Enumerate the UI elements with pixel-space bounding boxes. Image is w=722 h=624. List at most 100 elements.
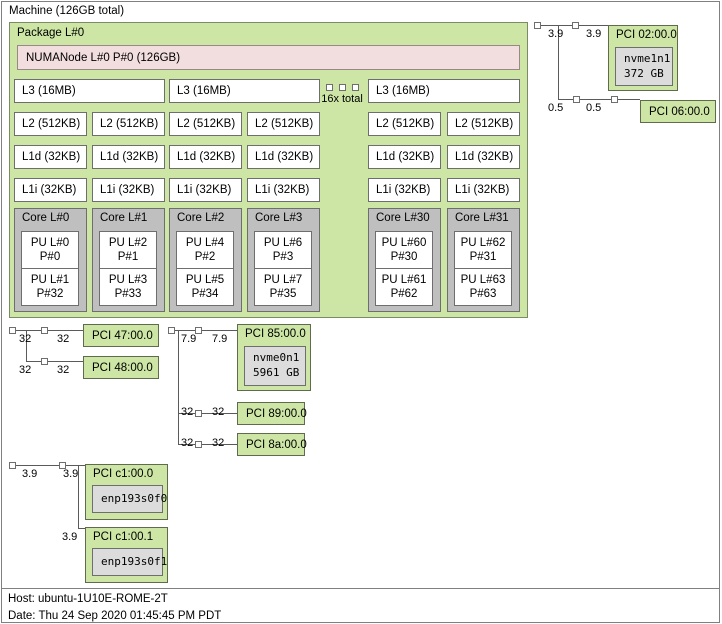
pci-link-port xyxy=(9,327,16,334)
pu-logical-label: PU L#7 xyxy=(264,273,302,287)
pci-link-bandwidth: 3.9 xyxy=(63,468,78,480)
cache-l3-2: L3 (16MB) xyxy=(368,79,520,103)
pci-link-segment xyxy=(48,330,83,331)
pci-device-box: PCI c1:00.1 enp193s0f1 xyxy=(85,527,168,583)
pci-link-port xyxy=(41,358,48,365)
osdev-box: nvme1n1 372 GB xyxy=(615,47,673,86)
pu-logical-label: PU L#4 xyxy=(186,236,224,250)
pci-link-segment xyxy=(175,330,196,331)
pci-link-port xyxy=(573,96,580,103)
pu-box: PU L#60 P#30 xyxy=(375,231,433,269)
ellipsis-marker: 16x total xyxy=(320,84,364,105)
pci-link-bandwidth: 32 xyxy=(57,364,69,376)
pu-physical-label: P#2 xyxy=(195,250,215,264)
cache-l1d-3: L1d (32KB) xyxy=(247,145,320,169)
pu-logical-label: PU L#3 xyxy=(109,273,147,287)
core-box: Core L#1 PU L#2 P#1 PU L#3 P#33 xyxy=(92,208,165,312)
pu-box: PU L#3 P#33 xyxy=(99,268,157,306)
pci-device-box: PCI 06:00.0 xyxy=(640,100,716,123)
pci-link-segment xyxy=(541,25,573,26)
pu-physical-label: P#34 xyxy=(192,287,219,301)
pci-device-label: PCI 02:00.0 xyxy=(616,29,677,41)
osdev-box: enp193s0f1 xyxy=(92,548,163,576)
pu-box: PU L#6 P#3 xyxy=(254,231,312,269)
pci-link-segment xyxy=(202,330,237,331)
osdev-size: 372 GB xyxy=(624,67,664,82)
pci-link-port xyxy=(611,96,618,103)
footer-date: Date: Thu 24 Sep 2020 01:45:45 PM PDT xyxy=(8,608,713,624)
pci-link-port xyxy=(41,327,48,334)
core-label: Core L#31 xyxy=(455,212,509,224)
pci-device-box: PCI 89:00.0 xyxy=(237,402,305,425)
pci-link-bandwidth: 32 xyxy=(212,406,224,418)
core-box: Core L#2 PU L#4 P#2 PU L#5 P#34 xyxy=(169,208,242,312)
pu-box: PU L#1 P#32 xyxy=(21,268,79,306)
core-box: Core L#31 PU L#62 P#31 PU L#63 P#63 xyxy=(447,208,520,312)
pci-link-bandwidth: 32 xyxy=(212,437,224,449)
pci-link-bandwidth: 32 xyxy=(19,364,31,376)
ellipsis-square-icon xyxy=(339,84,346,91)
pu-logical-label: PU L#5 xyxy=(186,273,224,287)
cache-l1d-2: L1d (32KB) xyxy=(169,145,242,169)
core-label: Core L#1 xyxy=(100,212,147,224)
pci-link-segment xyxy=(580,99,640,100)
pci-link-segment xyxy=(16,465,60,466)
pci-device-box: PCI 02:00.0 nvme1n1 372 GB xyxy=(608,25,678,91)
pci-link-port xyxy=(195,441,202,448)
pu-physical-label: P#0 xyxy=(40,250,60,264)
cache-l1i-1: L1i (32KB) xyxy=(92,178,165,202)
pu-physical-label: P#62 xyxy=(391,287,418,301)
pci-device-box: PCI 48:00.0 xyxy=(83,356,159,379)
pu-logical-label: PU L#62 xyxy=(461,236,506,250)
pu-box: PU L#0 P#0 xyxy=(21,231,79,269)
pu-logical-label: PU L#63 xyxy=(461,273,506,287)
pci-link-bandwidth: 0.5 xyxy=(586,102,601,114)
cache-l1i-5: L1i (32KB) xyxy=(447,178,520,202)
pci-device-label: PCI c1:00.0 xyxy=(93,468,153,480)
pci-link-bandwidth: 3.9 xyxy=(586,28,601,40)
pci-link-port xyxy=(534,22,541,29)
cache-l1d-5: L1d (32KB) xyxy=(447,145,520,169)
osdev-box: nvme0n1 5961 GB xyxy=(244,346,306,386)
pci-device-label: PCI 85:00.0 xyxy=(245,328,306,340)
cache-l3-1: L3 (16MB) xyxy=(169,79,320,103)
cache-l1d-0: L1d (32KB) xyxy=(14,145,87,169)
pu-logical-label: PU L#60 xyxy=(382,236,427,250)
pci-device-box: PCI 85:00.0 nvme0n1 5961 GB xyxy=(237,324,311,391)
cache-l1i-4: L1i (32KB) xyxy=(368,178,441,202)
cache-l1d-1: L1d (32KB) xyxy=(92,145,165,169)
cache-l2-2: L2 (512KB) xyxy=(169,112,242,136)
osdev-name: enp193s0f1 xyxy=(101,555,167,570)
pu-logical-label: PU L#2 xyxy=(109,236,147,250)
pu-physical-label: P#33 xyxy=(115,287,142,301)
pci-link-port xyxy=(9,462,16,469)
cache-l1i-0: L1i (32KB) xyxy=(14,178,87,202)
numanode-box: NUMANode L#0 P#0 (126GB) xyxy=(17,45,520,70)
machine-label: Machine (126GB total) xyxy=(9,5,124,17)
pci-link-port xyxy=(168,327,175,334)
pci-device-box: PCI 8a:00.0 xyxy=(237,433,305,456)
ellipsis-square-icon xyxy=(352,84,359,91)
pu-box: PU L#62 P#31 xyxy=(454,231,512,269)
pu-box: PU L#5 P#34 xyxy=(176,268,234,306)
osdev-size: 5961 GB xyxy=(253,366,299,381)
cache-l3-0: L3 (16MB) xyxy=(14,79,165,103)
cache-l2-0: L2 (512KB) xyxy=(14,112,87,136)
cache-l2-5: L2 (512KB) xyxy=(447,112,520,136)
pu-box: PU L#4 P#2 xyxy=(176,231,234,269)
core-label: Core L#0 xyxy=(22,212,69,224)
pci-link-bandwidth: 3.9 xyxy=(22,468,37,480)
ellipsis-label: 16x total xyxy=(321,93,363,105)
pu-physical-label: P#31 xyxy=(470,250,497,264)
pci-link-bandwidth: 3.9 xyxy=(548,28,563,40)
pci-link-segment xyxy=(26,361,42,362)
cache-l1i-2: L1i (32KB) xyxy=(169,178,242,202)
osdev-name: enp193s0f0 xyxy=(101,492,167,507)
ellipsis-squares xyxy=(326,84,359,91)
footer-host: Host: ubuntu-1U10E-ROME-2T xyxy=(8,591,713,608)
pci-device-box: PCI c1:00.0 enp193s0f0 xyxy=(85,464,168,520)
pci-link-bandwidth: 7.9 xyxy=(212,333,227,345)
pci-link-bandwidth: 3.9 xyxy=(62,531,77,543)
pci-link-port xyxy=(195,410,202,417)
